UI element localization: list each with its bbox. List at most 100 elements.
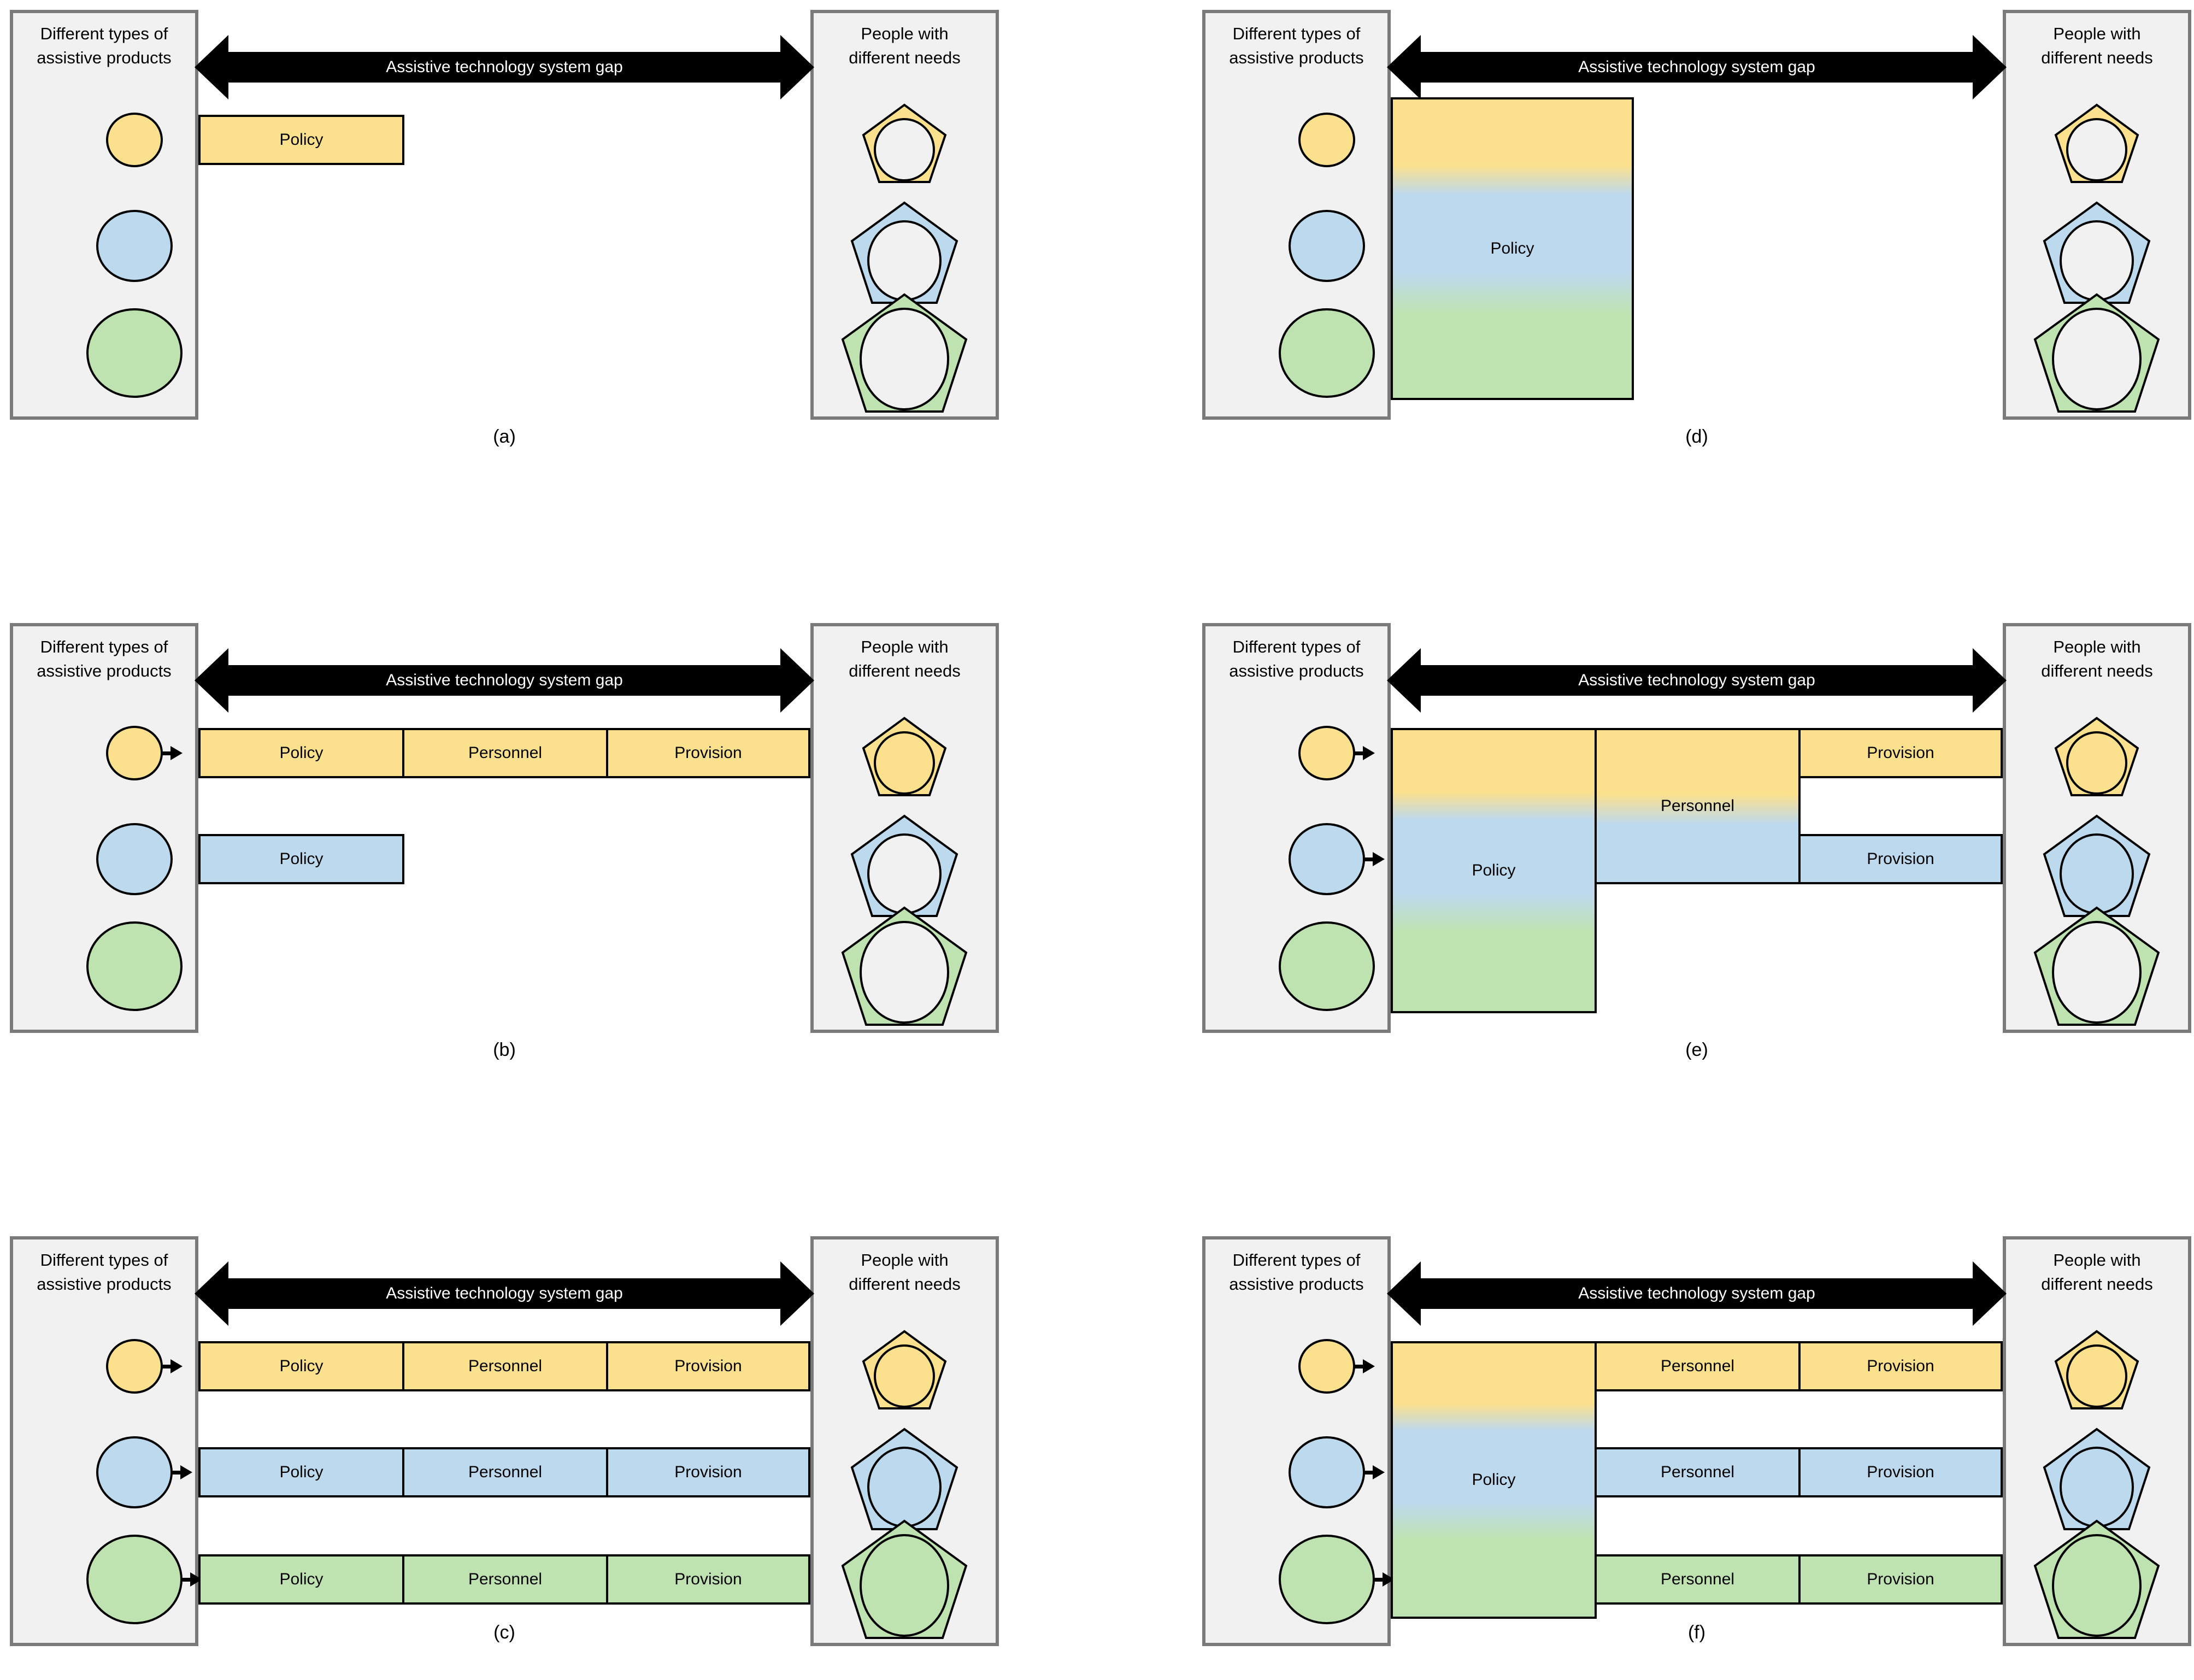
need-circle-empty (2060, 220, 2134, 301)
need-pentagon-yellow (2054, 1330, 2139, 1409)
products-title-line1: Different types of (40, 24, 168, 43)
connector-arrow-yellow-icon (161, 1359, 183, 1373)
bar-personnel-green: Personnel (402, 1554, 608, 1605)
products-box-title: Different types of assistive products (1202, 22, 1391, 70)
bar-personnel-green: Personnel (1595, 1554, 1801, 1605)
product-circle-green (1279, 308, 1375, 398)
products-title-line2: assistive products (37, 48, 172, 67)
connector-arrow-green-icon (180, 1572, 202, 1587)
need-circle-fulfilled (2060, 1447, 2134, 1528)
gap-arrow-label: Assistive technology system gap (1578, 1284, 1815, 1302)
bar-provision-yellow: Provision (1798, 728, 2003, 778)
bar-policy-yellow: Policy (198, 115, 404, 165)
products-title-line1: Different types of (40, 637, 168, 656)
need-pentagon-green (2033, 293, 2160, 413)
gap-arrow-shaft (1420, 1278, 1974, 1309)
products-box-title: Different types of assistive products (1202, 635, 1391, 683)
bar-personnel-yellow: Personnel (1595, 1341, 1801, 1391)
need-pentagon-green (841, 906, 968, 1026)
needs-title-line2: different needs (849, 661, 961, 680)
products-box-title: Different types of assistive products (1202, 1248, 1391, 1296)
products-title-line2: assistive products (37, 661, 172, 680)
need-pentagon-yellow (2054, 716, 2139, 796)
need-circle-fulfilled (2060, 833, 2134, 914)
connector-arrow-blue-icon (170, 1465, 192, 1479)
need-circle-empty (860, 308, 949, 410)
bar-provision-yellow: Provision (1798, 1341, 2003, 1391)
need-circle-empty (860, 921, 949, 1024)
needs-title-line2: different needs (849, 1274, 961, 1294)
product-circle-green (86, 921, 183, 1011)
need-circle-empty (2052, 921, 2142, 1024)
product-circle-yellow (1298, 726, 1355, 780)
product-circle-blue (96, 1436, 173, 1508)
products-title-line1: Different types of (1232, 1250, 1361, 1270)
block-policy-gradient: Policy (1391, 728, 1597, 1013)
gap-arrow-right-head-icon (780, 35, 814, 99)
gap-arrow-left-head-icon (195, 648, 228, 713)
products-title-line2: assistive products (1229, 1274, 1364, 1294)
product-circle-yellow (106, 726, 163, 780)
product-circle-green (86, 1535, 183, 1624)
needs-title-line1: People with (861, 637, 949, 656)
gap-arrow-label: Assistive technology system gap (386, 671, 623, 689)
need-circle-empty (874, 118, 935, 181)
gap-arrow-left-head-icon (1387, 1261, 1421, 1326)
gap-arrow-shaft (227, 665, 781, 696)
need-circle-fulfilled (874, 731, 935, 795)
block-policy-gradient: Policy (1391, 97, 1634, 400)
needs-box-title: People with different needs (2003, 635, 2191, 683)
products-title-line2: assistive products (1229, 661, 1364, 680)
bar-policy-yellow: Policy (198, 728, 404, 778)
need-pentagon-blue (2043, 1428, 2151, 1530)
bar-provision-yellow: Provision (606, 728, 810, 778)
bar-policy-yellow: Policy (198, 1341, 404, 1391)
product-circle-blue (96, 823, 173, 895)
product-circle-yellow (1298, 1339, 1355, 1394)
bar-policy-green: Policy (198, 1554, 404, 1605)
needs-title-line1: People with (2053, 24, 2141, 43)
connector-arrow-yellow-icon (1353, 1359, 1375, 1373)
products-title-line1: Different types of (1232, 637, 1361, 656)
connector-arrow-green-icon (1373, 1572, 1395, 1587)
bar-policy-blue: Policy (198, 834, 404, 884)
need-circle-fulfilled (860, 1534, 949, 1637)
need-pentagon-green (841, 1519, 968, 1639)
bar-personnel-yellow: Personnel (402, 728, 608, 778)
gap-arrow-right-head-icon (1973, 35, 2007, 99)
connector-arrow-blue-icon (1363, 1465, 1385, 1479)
panel-caption: (c) (493, 1622, 515, 1643)
need-pentagon-green (841, 293, 968, 413)
bar-personnel-blue: Personnel (1595, 1447, 1801, 1497)
needs-title-line2: different needs (2041, 48, 2153, 67)
need-circle-fulfilled (2066, 731, 2127, 795)
needs-title-line1: People with (2053, 637, 2141, 656)
product-circle-green (86, 308, 183, 398)
gap-arrow-label: Assistive technology system gap (1578, 58, 1815, 76)
bar-provision-blue: Provision (1798, 1447, 2003, 1497)
bar-personnel-blue: Personnel (402, 1447, 608, 1497)
bar-provision-green: Provision (606, 1554, 810, 1605)
needs-box-title: People with different needs (2003, 22, 2191, 70)
need-pentagon-green (2033, 1519, 2160, 1639)
panel-a: Different types of assistive products Pe… (10, 10, 999, 454)
products-box-title: Different types of assistive products (10, 22, 198, 70)
products-box-title: Different types of assistive products (10, 1248, 198, 1296)
need-pentagon-yellow (862, 103, 947, 183)
product-circle-blue (1289, 210, 1365, 282)
product-circle-blue (96, 210, 173, 282)
product-circle-green (1279, 1535, 1375, 1624)
needs-box-title: People with different needs (810, 22, 999, 70)
need-pentagon-blue (2043, 814, 2151, 917)
need-circle-fulfilled (867, 1447, 942, 1528)
gap-arrow-right-head-icon (780, 648, 814, 713)
needs-title-line1: People with (861, 1250, 949, 1270)
panel-d: Different types of assistive products Pe… (1202, 10, 2191, 454)
needs-box-title: People with different needs (810, 1248, 999, 1296)
products-title-line2: assistive products (1229, 48, 1364, 67)
need-pentagon-green (2033, 906, 2160, 1026)
block-personnel-gradient: Personnel (1595, 728, 1801, 884)
gap-arrow-right-head-icon (1973, 648, 2007, 713)
gap-arrow-left-head-icon (195, 1261, 228, 1326)
gap-arrow-label: Assistive technology system gap (386, 58, 623, 76)
